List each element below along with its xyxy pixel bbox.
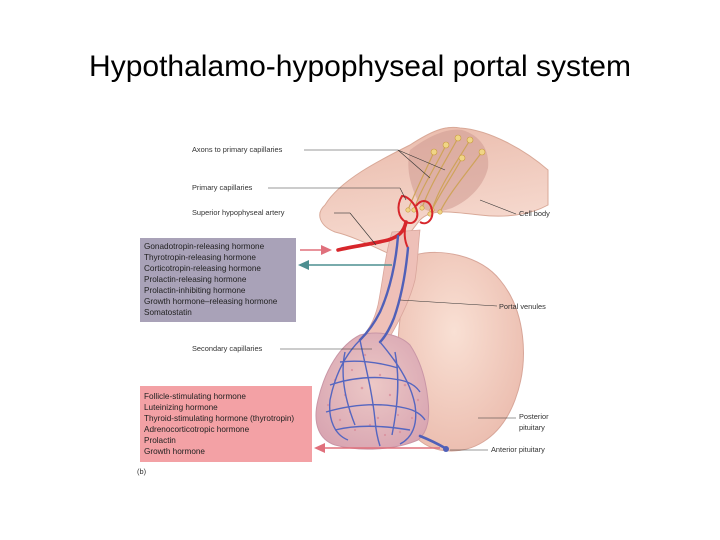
hypothalamus-dark-region	[408, 129, 489, 212]
releasing-hormone-4: Prolactin-releasing hormone	[144, 275, 247, 284]
secondary-capillary-plexus	[325, 339, 426, 447]
label-secondary-capillaries: Secondary capillaries	[192, 344, 263, 353]
label-leader-lines	[268, 149, 517, 451]
label-superior-artery: Superior hypophyseal artery	[192, 208, 285, 217]
label-posterior-line1: Posterior	[519, 412, 549, 421]
teal-release-arrow	[298, 260, 392, 270]
releasing-hormone-6: Growth hormone–releasing hormone	[144, 297, 278, 306]
slide-title: Hypothalamo-hypophyseal portal system	[89, 50, 631, 83]
releasing-hormone-3: Corticotropin-releasing hormone	[144, 264, 261, 273]
superior-hypophyseal-artery	[336, 220, 408, 252]
releasing-hormones-list: Gonadotropin-releasing hormone Thyrotrop…	[144, 242, 278, 317]
label-portal-venules: Portal venules	[499, 302, 546, 311]
panel-label: (b)	[137, 467, 146, 476]
releasing-hormone-1: Gonadotropin-releasing hormone	[144, 242, 265, 251]
pituitary-vein	[418, 434, 447, 450]
releasing-hormone-5: Prolactin-inhibiting hormone	[144, 286, 246, 295]
pituitary-hormone-6: Growth hormone	[144, 447, 205, 456]
releasing-hormone-2: Thyrotropin-releasing hormone	[144, 253, 256, 262]
label-axons: Axons to primary capillaries	[192, 145, 283, 154]
releasing-hormones-box	[140, 238, 296, 322]
pituitary-hormones-list: Follicle-stimulating hormone Luteinizing…	[144, 392, 294, 456]
label-posterior-line2: pituitary	[519, 423, 545, 432]
artery-inflow-arrow	[300, 245, 332, 255]
anterior-vein-tip	[443, 446, 449, 452]
pink-release-arrow	[314, 443, 440, 453]
pituitary-hormone-2: Luteinizing hormone	[144, 403, 218, 412]
neuron-cell-bodies	[405, 134, 486, 217]
pituitary-hormone-5: Prolactin	[144, 436, 176, 445]
pituitary-hormone-3: Thyroid-stimulating hormone (thyrotropin…	[144, 414, 294, 423]
portal-venules	[358, 234, 410, 344]
label-cell-body: Cell body	[519, 209, 550, 218]
pituitary-hormone-1: Follicle-stimulating hormone	[144, 392, 246, 401]
label-primary-capillaries: Primary capillaries	[192, 183, 253, 192]
pituitary-hormone-4: Adrenocorticotropic hormone	[144, 425, 250, 434]
pituitary-hormones-box	[140, 386, 312, 462]
releasing-hormone-7: Somatostatin	[144, 308, 192, 317]
label-anterior-pituitary: Anterior pituitary	[491, 445, 545, 454]
